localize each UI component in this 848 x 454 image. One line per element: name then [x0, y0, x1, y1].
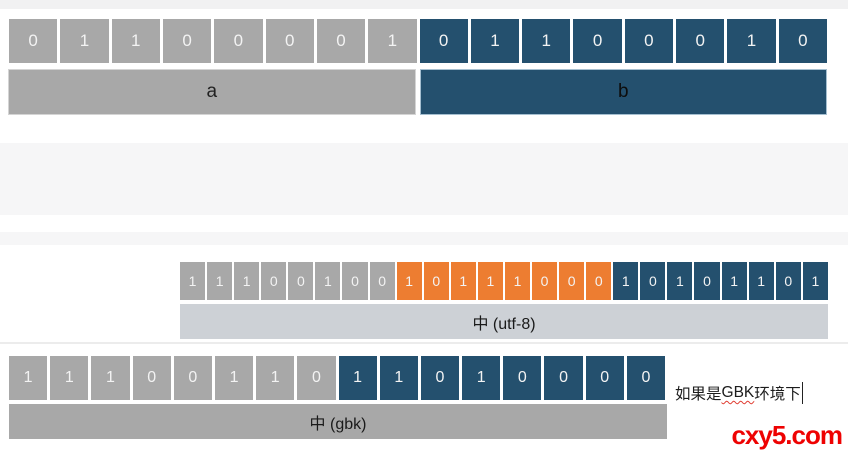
bit-cell: 0	[9, 19, 58, 63]
bit-cell: 0	[532, 262, 558, 300]
bit-cell: 0	[544, 356, 583, 400]
bit-cell: 0	[261, 262, 287, 300]
byte-bar-a: a	[8, 69, 416, 115]
utf8-label: 中 (utf-8)	[472, 315, 536, 333]
bit-cell: 0	[694, 262, 720, 300]
ascii-label-row: a b	[8, 69, 827, 115]
bit-cell: 1	[214, 356, 254, 400]
bit-cell: 0	[214, 19, 263, 63]
bit-cell: 1	[667, 262, 693, 300]
bit-cell: 1	[60, 19, 109, 63]
bit-cell: 1	[477, 262, 503, 300]
bit-cell: 1	[748, 262, 774, 300]
utf8-label-bar: 中 (utf-8)	[180, 304, 828, 339]
bit-cell: 0	[626, 356, 665, 400]
byte-bar-b-label: b	[617, 81, 629, 102]
bit-cell: 0	[676, 19, 725, 63]
bit-cell: 0	[778, 19, 827, 63]
top-edge-strip	[0, 0, 848, 9]
bit-cell: 1	[234, 262, 260, 300]
bit-cell: 1	[9, 356, 48, 400]
bit-cell: 0	[585, 356, 624, 400]
bit-cell: 1	[338, 356, 377, 400]
bit-cell: 1	[379, 356, 418, 400]
bit-cell: 1	[522, 19, 571, 63]
bit-cell: 0	[419, 19, 468, 63]
bit-cell: 0	[573, 19, 622, 63]
bit-cell: 0	[342, 262, 368, 300]
bit-cell: 1	[91, 356, 130, 400]
bit-cell: 1	[450, 262, 476, 300]
bit-cell: 0	[420, 356, 460, 400]
bit-cell: 0	[265, 19, 314, 63]
bit-cell: 1	[50, 356, 89, 400]
gbk-label: 中 (gbk)	[309, 415, 367, 433]
bit-cell: 0	[640, 262, 666, 300]
bit-cell: 1	[462, 356, 501, 400]
watermark-text: cxy5.com	[731, 420, 843, 450]
bit-cell: 0	[423, 262, 449, 300]
bit-cell: 1	[111, 19, 160, 63]
bit-cell: 0	[162, 19, 212, 63]
gbk-label-bar: 中 (gbk)	[9, 404, 667, 439]
bit-cell: 1	[180, 262, 206, 300]
bit-cell: 0	[775, 262, 801, 300]
bit-cell: 0	[503, 356, 542, 400]
byte-bar-a-label: a	[206, 81, 218, 102]
note-highlight-misspelled: GBK	[721, 384, 755, 401]
horizontal-rule	[0, 342, 848, 344]
bit-cell: 1	[721, 262, 747, 300]
bit-cell: 1	[256, 356, 295, 400]
bit-cell: 0	[288, 262, 314, 300]
bit-cell: 1	[207, 262, 233, 300]
bit-cell: 1	[504, 262, 531, 300]
note-prefix: 如果是	[675, 386, 722, 403]
bit-cell: 0	[559, 262, 585, 300]
bit-cell: 1	[470, 19, 520, 63]
bit-cell: 0	[132, 356, 171, 400]
bit-cell: 1	[368, 19, 417, 63]
text-caret	[801, 382, 803, 404]
note-suffix: 环境下	[754, 386, 801, 403]
bit-cell: 1	[315, 262, 341, 300]
bit-cell: 0	[624, 19, 674, 63]
background-band-2	[0, 232, 848, 245]
bit-cell: 1	[727, 19, 776, 63]
bit-cell: 1	[613, 262, 639, 300]
bit-cell: 0	[297, 356, 336, 400]
bit-cell: 0	[586, 262, 612, 300]
bit-cell: 0	[316, 19, 366, 63]
bit-cell: 0	[369, 262, 395, 300]
byte-bar-b: b	[419, 69, 827, 115]
bit-cell: 1	[396, 262, 422, 300]
bit-cell: 1	[802, 262, 828, 300]
bit-cell: 0	[173, 356, 212, 400]
background-band-1	[0, 143, 848, 215]
